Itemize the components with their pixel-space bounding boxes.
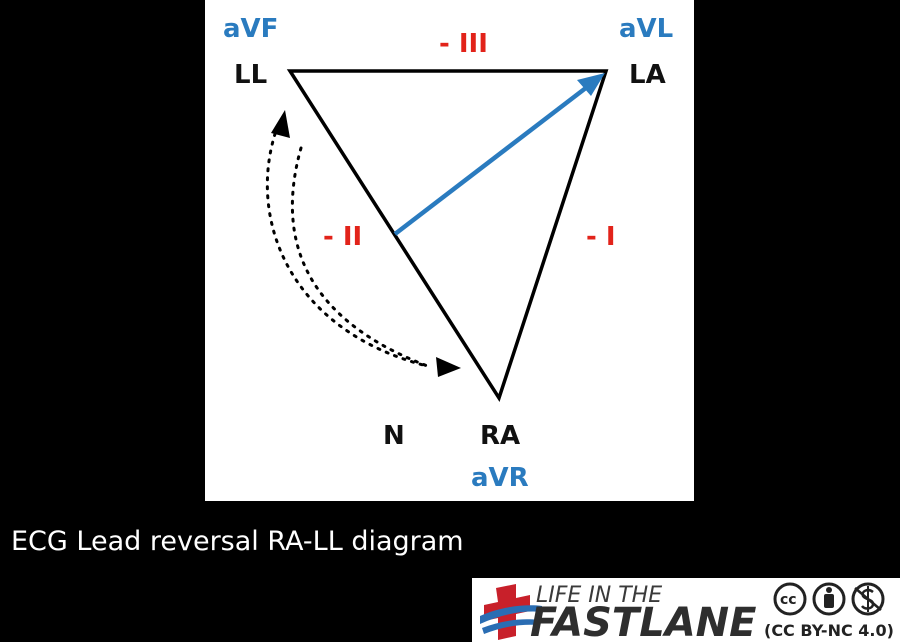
vertex-label-ra: RA [480, 421, 520, 451]
lead-triangle [286, 69, 609, 403]
attribution-icon [812, 582, 846, 616]
swap-arrow-outer-head [271, 110, 290, 138]
logo-graphic: LIFE IN THE FASTLANE cc (CC BY-NC 4.0) [480, 582, 894, 642]
side-label-i: - I [586, 222, 616, 252]
lead-label-avf: aVF [223, 14, 278, 44]
logo-text-line2: FASTLANE [530, 600, 756, 642]
lifeinthefastlane-logo: LIFE IN THE FASTLANE cc (CC BY-NC 4.0) [472, 578, 900, 642]
cc-icon-mark: cc [780, 592, 797, 608]
swap-arrow-outer [265, 123, 429, 368]
side-label-ii: - II [323, 222, 362, 252]
vertex-label-ll: LL [234, 60, 267, 90]
diagram-panel: aVF LL aVL LA RA aVR N - III - II - I [205, 0, 694, 501]
diagram-caption: ECG Lead reversal RA-LL diagram [11, 526, 464, 557]
axis-vector-arrow [393, 82, 593, 236]
cc-icon: cc [773, 582, 807, 616]
license-text: (CC BY-NC 4.0) [764, 621, 894, 640]
einthoven-triangle-diagram: aVF LL aVL LA RA aVR N - III - II - I [223, 14, 673, 493]
side-label-iii: - III [439, 29, 488, 59]
logo-text-line1: LIFE IN THE [536, 583, 662, 608]
swap-arrow-inner [290, 146, 432, 369]
noncommercial-icon [851, 582, 885, 616]
lead-label-avl: aVL [619, 14, 673, 44]
vertex-label-la: LA [629, 60, 666, 90]
lifl-emblem-icon [480, 584, 542, 640]
lead-label-avr: aVR [471, 463, 529, 493]
axis-vector-arrowhead [577, 73, 605, 96]
vertex-label-n: N [383, 421, 405, 451]
swap-arrow-inner-head [436, 357, 461, 377]
